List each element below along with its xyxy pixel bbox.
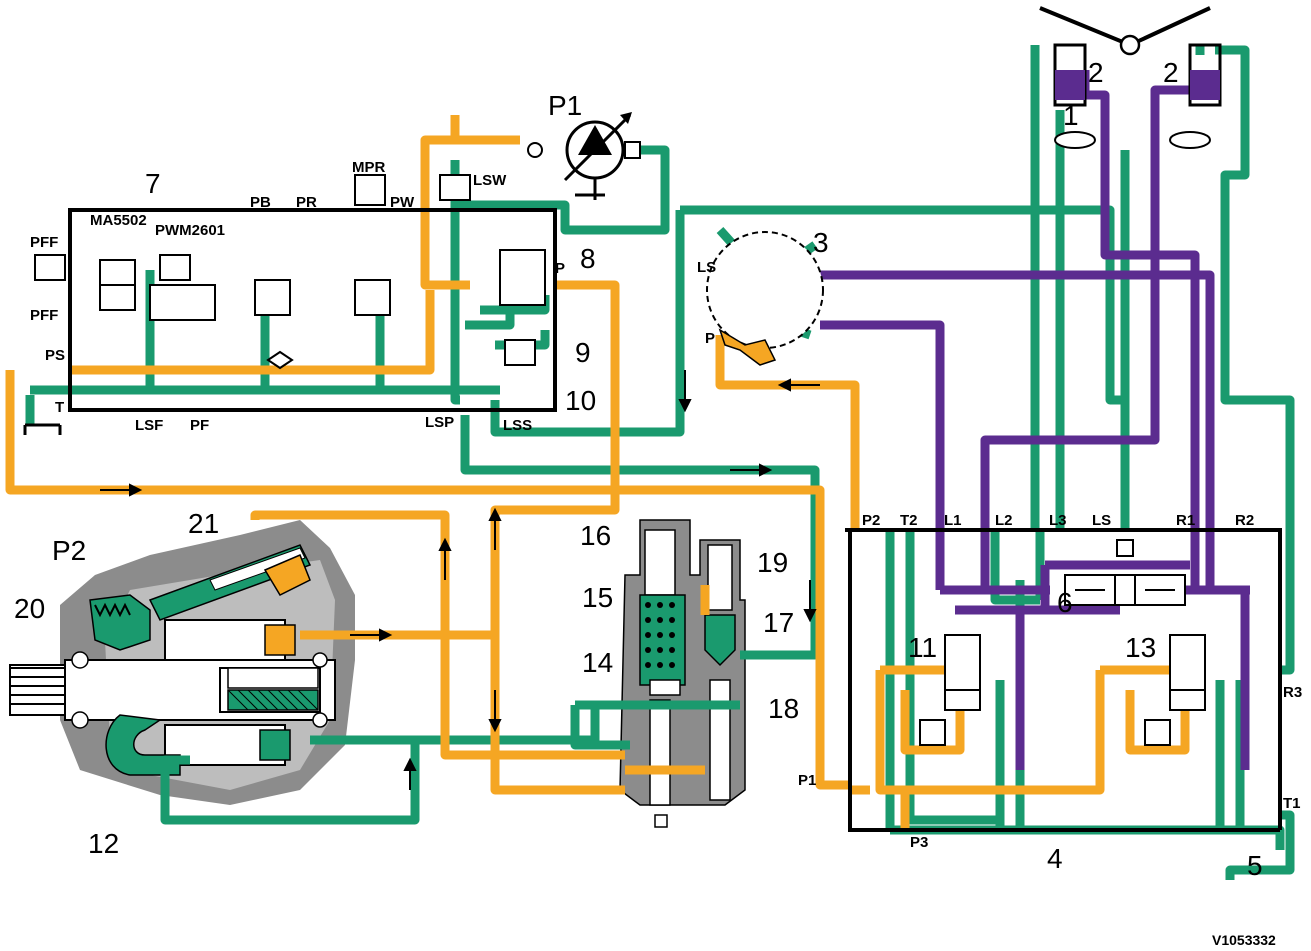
label-11: 11 (908, 632, 937, 663)
port-p-block7: P (555, 260, 565, 277)
label-17: 17 (763, 607, 794, 638)
figure-reference: V1053332 (1212, 932, 1276, 948)
flow-arrows (100, 370, 820, 790)
port-p1-block4: P1 (798, 772, 816, 789)
label-3: 3 (813, 227, 829, 258)
port-r2: R2 (1235, 512, 1254, 529)
label-14: 14 (582, 647, 613, 678)
port-t: T (55, 399, 64, 416)
label-15: 15 (582, 582, 613, 613)
label-21: 21 (188, 508, 219, 539)
pump-p2 (9, 520, 355, 805)
port-lsw: LSW (473, 172, 507, 189)
label-5: 5 (1247, 850, 1263, 881)
port-l1: L1 (944, 512, 962, 529)
label-12: 12 (88, 828, 119, 859)
port-pwm2601: PWM2601 (155, 222, 225, 239)
port-pb: PB (250, 194, 271, 211)
valve-13 (1144, 634, 1206, 746)
port-p-unit3: P (705, 330, 715, 347)
steering-unit-3 (706, 231, 824, 366)
port-r3: R3 (1283, 684, 1302, 701)
purple-lines (820, 70, 1250, 770)
flow-control-valve-body (619, 519, 746, 828)
label-18: 18 (768, 693, 799, 724)
block-7-components (34, 174, 546, 370)
port-ps: PS (45, 347, 65, 364)
label-8: 8 (580, 243, 596, 274)
port-pf: PF (190, 417, 209, 434)
label-6: 6 (1057, 587, 1073, 618)
label-2b: 2 (1163, 57, 1179, 88)
label-16: 16 (580, 520, 611, 551)
orange-lines (5, 115, 1195, 830)
port-pw: PW (390, 194, 415, 211)
port-l2: L2 (995, 512, 1013, 529)
pump-p1-symbol (527, 112, 641, 200)
label-20: 20 (14, 593, 45, 624)
port-l3: L3 (1049, 512, 1067, 529)
label-p2: P2 (52, 535, 86, 566)
port-mpr: MPR (352, 159, 386, 176)
port-p3: P3 (910, 834, 928, 851)
port-r1: R1 (1176, 512, 1195, 529)
label-2a: 2 (1088, 57, 1104, 88)
port-ls-unit3: LS (697, 259, 716, 276)
label-p1: P1 (548, 90, 582, 121)
green-lines (25, 45, 1295, 880)
valve-11 (919, 634, 981, 746)
label-19: 19 (757, 547, 788, 578)
port-lsp: LSP (425, 414, 454, 431)
port-pff-top: PFF (30, 234, 58, 251)
label-1: 1 (1063, 100, 1079, 131)
label-4: 4 (1047, 843, 1063, 874)
port-ma5502: MA5502 (90, 212, 147, 229)
port-pff-bottom: PFF (30, 307, 58, 324)
cylinders-1-2 (1054, 34, 1220, 149)
port-lsf: LSF (135, 417, 163, 434)
label-9: 9 (575, 337, 591, 368)
label-7: 7 (145, 168, 161, 199)
port-p2: P2 (862, 512, 880, 529)
port-ls-block4: LS (1092, 512, 1111, 529)
port-lss: LSS (503, 417, 532, 434)
port-t2: T2 (900, 512, 918, 529)
label-13: 13 (1125, 632, 1156, 663)
valve-6 (1064, 539, 1186, 606)
port-t1: T1 (1283, 795, 1301, 812)
label-10: 10 (565, 385, 596, 416)
port-pr: PR (296, 194, 317, 211)
